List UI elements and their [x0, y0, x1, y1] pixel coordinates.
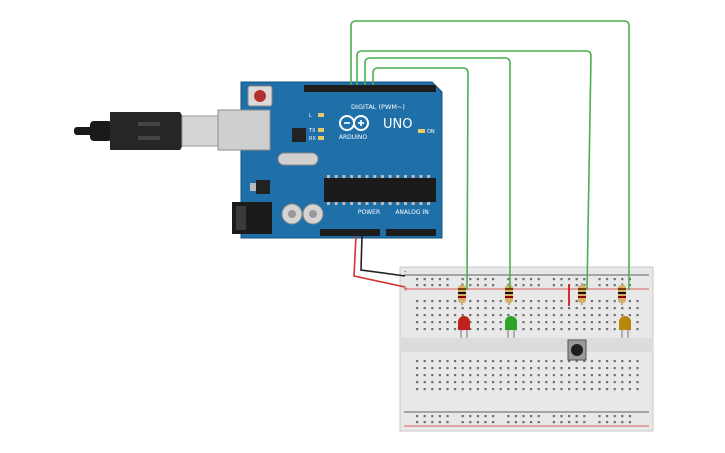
red-led[interactable]: [458, 316, 470, 338]
usb-cable[interactable]: [74, 112, 219, 150]
capacitors: [281, 203, 324, 225]
crystal: [277, 152, 319, 166]
amber-led[interactable]: [619, 316, 631, 338]
power-wires[interactable]: [353, 235, 406, 288]
resistor-4[interactable]: [618, 283, 626, 305]
digital-header: [304, 85, 436, 92]
resistor-2[interactable]: [505, 283, 513, 305]
wire-5v: [353, 235, 406, 288]
led-l-label: L: [309, 113, 312, 119]
wire-pin-12: [356, 50, 592, 291]
wire-pin-10: [372, 67, 469, 291]
green-led[interactable]: [505, 316, 517, 338]
pushbutton[interactable]: [567, 339, 587, 361]
voltage-regulator: [256, 180, 270, 194]
wire-pin-11: [364, 57, 511, 288]
analog-header: [386, 229, 436, 236]
power-label: POWER: [358, 209, 380, 216]
digital-pwm-label: DIGITAL (PWM~): [351, 103, 405, 111]
rail-minus-label: -: [404, 268, 407, 276]
rx-label: RX: [309, 136, 316, 142]
resistor-3[interactable]: [578, 283, 586, 305]
arduino-uno-board[interactable]: DIGITAL (PWM~) POWER ANALOG IN UNO ARDUI…: [217, 81, 443, 239]
power-header: [320, 229, 380, 236]
on-label: ON: [427, 129, 435, 135]
usb-chip: [292, 128, 306, 142]
arduino-logo-icon: [339, 115, 369, 131]
breadboard[interactable]: - +: [399, 266, 654, 432]
atmega-chip: [324, 178, 436, 202]
uno-label: UNO: [383, 117, 412, 132]
wire-pin-13: [350, 20, 630, 290]
analog-in-label: ANALOG IN: [395, 209, 428, 216]
arduino-label: ARDUINO: [339, 134, 368, 141]
breadboard-holes: [416, 278, 639, 424]
rail-plus-label: +: [403, 285, 409, 293]
resistor-1[interactable]: [458, 283, 466, 305]
wire-gnd: [360, 235, 406, 277]
signal-wires[interactable]: [350, 20, 630, 291]
usb-jack: [217, 109, 271, 151]
tx-label: TX: [308, 128, 316, 134]
